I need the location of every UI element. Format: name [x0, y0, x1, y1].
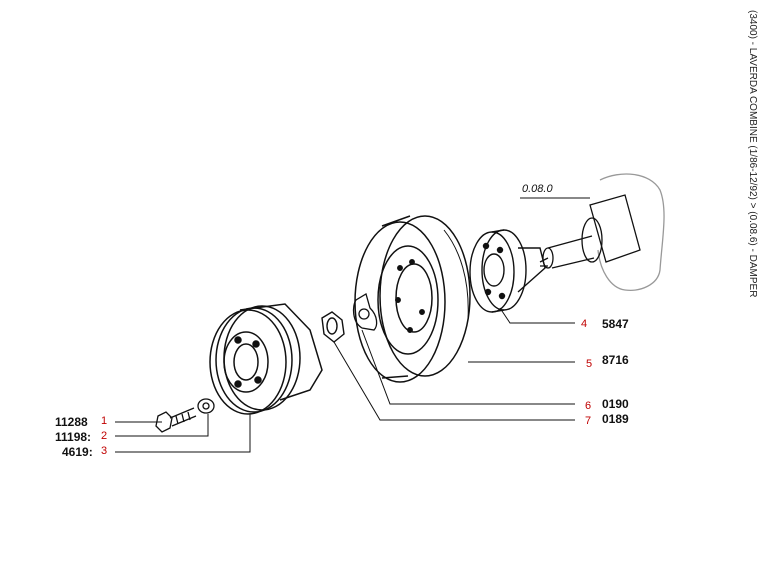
part-number-5: 8716	[602, 353, 629, 367]
leader-lines	[115, 307, 575, 453]
callout-7[interactable]: 7	[585, 415, 592, 427]
part-number-4: 5847	[602, 317, 629, 331]
bolt	[155, 407, 197, 433]
callout-5[interactable]: 5	[586, 358, 593, 370]
callout-6[interactable]: 6	[585, 400, 592, 412]
callout-1[interactable]: 1	[101, 415, 108, 427]
assembly-reference: 0.08.0	[522, 183, 553, 195]
callout-4[interactable]: 4	[581, 318, 588, 330]
callout-2[interactable]: 2	[101, 430, 108, 442]
hex-nut	[321, 311, 345, 343]
washer	[197, 398, 215, 414]
part-number-1: 11288	[55, 415, 88, 429]
part-number-6: 0190	[602, 397, 629, 411]
part-number-2: 11198:	[55, 430, 92, 444]
part-number-7: 0189	[602, 412, 629, 426]
hub-flange	[469, 229, 546, 313]
tab-washer	[352, 293, 378, 331]
part-number-3: 4619:	[62, 445, 93, 459]
callout-3[interactable]: 3	[101, 445, 108, 457]
pulley	[209, 303, 323, 415]
diagram-title: (3400) - LAVERDA COMBINE (1/86-12/92) > …	[747, 10, 758, 298]
